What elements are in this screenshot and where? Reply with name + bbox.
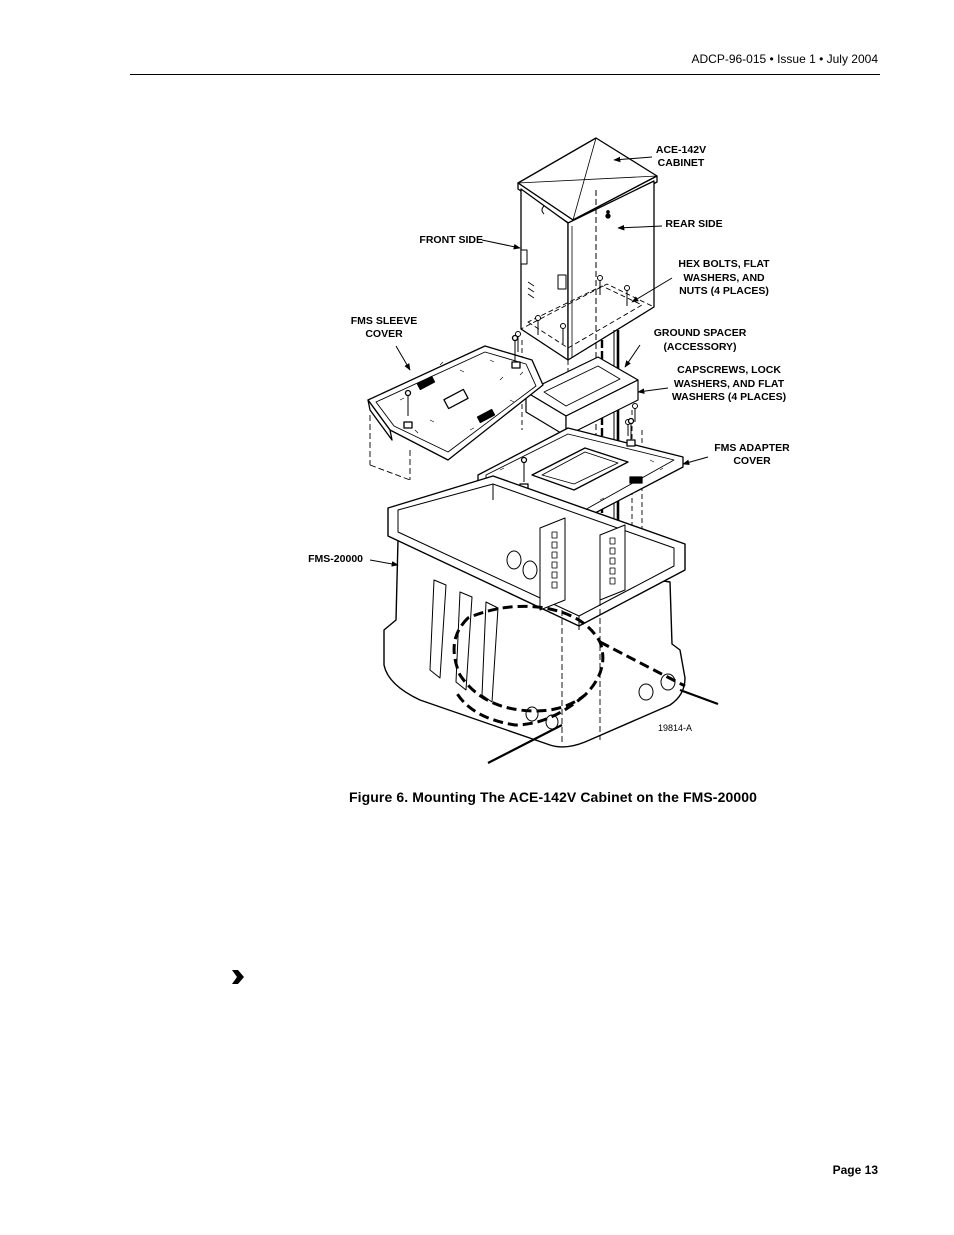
leader-lines xyxy=(369,156,709,567)
label-front-side: FRONT SIDE xyxy=(419,234,483,246)
drawing-number: 19814-A xyxy=(658,723,692,733)
cable-lines xyxy=(487,688,719,764)
arrow-right-icon xyxy=(231,968,245,986)
ground-spacer-drawing xyxy=(525,356,639,437)
hex-bolts-icon xyxy=(515,275,630,352)
sleeve-cover-drawing xyxy=(367,334,544,481)
label-adapter-1: FMS ADAPTER xyxy=(714,442,790,454)
vault-drawing xyxy=(383,475,686,748)
label-sleeve-2: COVER xyxy=(365,328,403,340)
label-cap-1: CAPSCREWS, LOCK xyxy=(677,364,781,376)
document-header: ADCP-96-015 • Issue 1 • July 2004 xyxy=(691,52,879,66)
label-cabinet-1: ACE-142V xyxy=(656,144,706,156)
header-rule xyxy=(130,74,880,75)
label-sleeve-1: FMS SLEEVE xyxy=(351,315,418,327)
label-adapter-2: COVER xyxy=(733,455,771,467)
label-rear-side: REAR SIDE xyxy=(665,218,722,230)
cabinet-drawing xyxy=(517,137,658,361)
page-number: Page 13 xyxy=(832,1163,878,1177)
label-spacer-2: (ACCESSORY) xyxy=(663,341,736,353)
figure-caption: Figure 6. Mounting The ACE-142V Cabinet … xyxy=(0,789,954,805)
label-cap-2: WASHERS, AND FLAT xyxy=(674,378,785,390)
conduit-paths xyxy=(452,604,686,727)
label-cabinet-2: CABINET xyxy=(658,157,705,169)
assembly-drawing: ACE-142V CABINET REAR SIDE FRONT SIDE HE… xyxy=(308,137,790,764)
label-hex-3: NUTS (4 PLACES) xyxy=(679,285,769,297)
label-hex-1: HEX BOLTS, FLAT xyxy=(678,258,770,270)
figure-caption-text: Figure 6. Mounting The ACE-142V Cabinet … xyxy=(348,789,758,805)
label-spacer-1: GROUND SPACER xyxy=(654,327,747,339)
label-hex-2: WASHERS, AND xyxy=(683,272,765,284)
label-fms: FMS-20000 xyxy=(308,553,363,565)
figure-illustration: ACE-142V CABINET REAR SIDE FRONT SIDE HE… xyxy=(300,130,820,780)
label-cap-3: WASHERS (4 PLACES) xyxy=(672,391,786,403)
